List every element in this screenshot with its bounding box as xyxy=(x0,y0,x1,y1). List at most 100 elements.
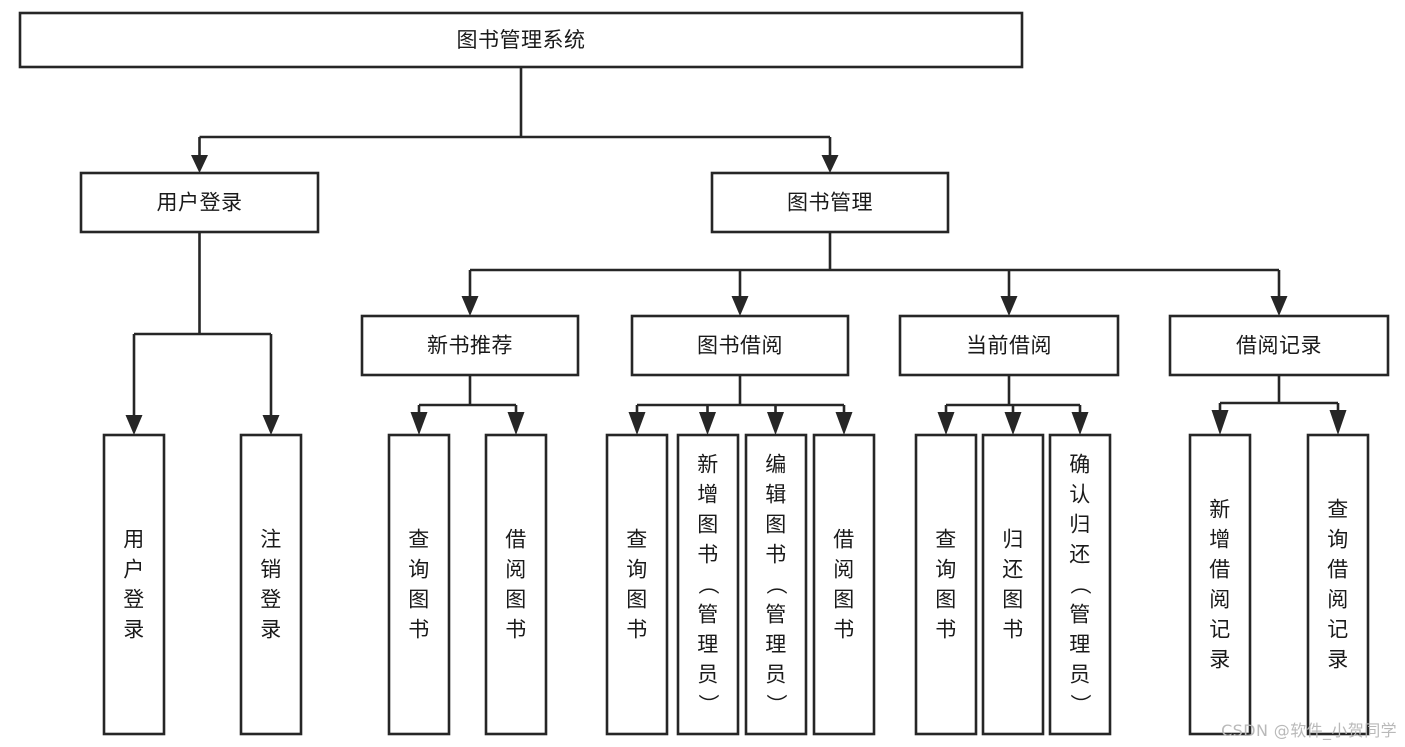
nodes-layer: 图书管理系统用户登录图书管理新书推荐图书借阅当前借阅借阅记录用户登录注销登录查询… xyxy=(18,11,1390,736)
arrow-head-leaf-query-book-1 xyxy=(410,412,428,435)
node-box-leaf-query-book-1[interactable] xyxy=(387,433,451,736)
node-box-leaf-query-book-3[interactable] xyxy=(914,433,978,736)
glyph: 员 xyxy=(1069,663,1091,687)
arrow-head-leaf-add-record xyxy=(1211,410,1229,435)
glyph: 辑 xyxy=(765,483,787,507)
node-box-leaf-query-record[interactable] xyxy=(1306,433,1370,736)
node-box-leaf-user-logout[interactable] xyxy=(239,433,303,736)
node-box-current-borrow[interactable] xyxy=(898,314,1120,377)
node-box-book-management[interactable] xyxy=(710,171,950,234)
glyph: 查 xyxy=(1327,498,1349,522)
arrow-head-leaf-user-login xyxy=(125,415,143,435)
glyph: 录 xyxy=(260,618,282,642)
arrow-head-leaf-edit-book xyxy=(767,412,784,435)
glyph: 登 xyxy=(260,588,282,612)
node-box-leaf-borrow-book-2[interactable] xyxy=(812,433,876,736)
node-label-new-book-recommend: 新书推荐 xyxy=(427,334,513,358)
arrow-head-new-book-recommend xyxy=(461,296,479,316)
arrow-head-book-management xyxy=(821,155,839,173)
connector-group-current-borrow-to-leaves xyxy=(937,375,1089,435)
node-box-user-login[interactable] xyxy=(79,171,320,234)
glyph: 理 xyxy=(765,633,787,657)
glyph: 理 xyxy=(697,633,719,657)
glyph: 书 xyxy=(833,618,855,642)
node-box-leaf-add-record[interactable] xyxy=(1188,433,1252,736)
glyph: 归 xyxy=(1002,528,1024,552)
glyph: 询 xyxy=(935,558,957,582)
node-label-root: 图书管理系统 xyxy=(457,28,586,52)
glyph: （ xyxy=(1068,574,1092,596)
node-label-leaf-user-login: 用户登录 xyxy=(123,528,145,642)
node-box-root[interactable] xyxy=(18,11,1024,69)
glyph: 书 xyxy=(408,618,430,642)
node-box-leaf-borrow-book-1[interactable] xyxy=(484,433,548,736)
glyph: 确 xyxy=(1069,453,1091,477)
node-box-leaf-edit-book[interactable] xyxy=(744,433,808,736)
glyph: 注 xyxy=(260,528,282,552)
node-label-book-management: 图书管理 xyxy=(787,191,873,215)
connector-group-root-to-level1 xyxy=(191,67,839,173)
glyph: 还 xyxy=(1002,558,1024,582)
node-box-leaf-confirm-return[interactable] xyxy=(1048,433,1112,736)
arrow-head-leaf-return-book xyxy=(1004,412,1022,435)
node-box-new-book-recommend[interactable] xyxy=(360,314,580,377)
glyph: 管 xyxy=(697,603,719,627)
glyph: 书 xyxy=(1002,618,1024,642)
glyph: 书 xyxy=(765,543,787,567)
connector-group-book-management-to-level2 xyxy=(461,232,1288,316)
glyph: 书 xyxy=(505,618,527,642)
arrow-head-borrow-record xyxy=(1270,296,1288,316)
glyph: 管 xyxy=(765,603,787,627)
node-label-book-borrow: 图书借阅 xyxy=(697,334,783,358)
arrow-head-leaf-confirm-return xyxy=(1071,412,1089,435)
glyph: 图 xyxy=(833,588,855,612)
arrow-head-leaf-add-book xyxy=(699,412,716,435)
node-box-leaf-add-book[interactable] xyxy=(676,433,740,736)
glyph: 询 xyxy=(1327,528,1349,552)
glyph: 新 xyxy=(697,453,719,477)
glyph: 新 xyxy=(1209,498,1231,522)
node-box-book-borrow[interactable] xyxy=(630,314,850,377)
arrow-head-book-borrow xyxy=(731,296,749,316)
connector-group-book-borrow-to-leaves xyxy=(628,375,853,435)
glyph: 录 xyxy=(1327,648,1349,672)
glyph: 借 xyxy=(1209,558,1231,582)
glyph: 图 xyxy=(408,588,430,612)
glyph: （ xyxy=(696,574,720,596)
glyph: 阅 xyxy=(1209,588,1231,612)
node-box-leaf-query-book-2[interactable] xyxy=(605,433,669,736)
node-box-leaf-user-login[interactable] xyxy=(102,433,166,736)
arrow-head-leaf-borrow-book-2 xyxy=(835,412,853,435)
glyph: 归 xyxy=(1069,513,1091,537)
glyph: 书 xyxy=(626,618,648,642)
glyph: 查 xyxy=(935,528,957,552)
glyph: （ xyxy=(764,574,788,596)
glyph: 员 xyxy=(765,663,787,687)
glyph: 图 xyxy=(626,588,648,612)
glyph: 录 xyxy=(123,618,145,642)
glyph: 记 xyxy=(1209,618,1231,642)
glyph: 管 xyxy=(1069,603,1091,627)
glyph: 借 xyxy=(505,528,527,552)
connector-group-borrow-record-to-leaves xyxy=(1211,375,1347,435)
glyph: 阅 xyxy=(505,558,527,582)
glyph: 员 xyxy=(697,663,719,687)
glyph: 销 xyxy=(260,558,282,582)
glyph: 书 xyxy=(935,618,957,642)
node-box-leaf-return-book[interactable] xyxy=(981,433,1045,736)
glyph: ） xyxy=(764,694,788,716)
node-label-current-borrow: 当前借阅 xyxy=(966,334,1052,358)
glyph: 阅 xyxy=(833,558,855,582)
node-box-borrow-record[interactable] xyxy=(1168,314,1390,377)
arrow-head-user-login xyxy=(191,155,208,173)
glyph: 查 xyxy=(408,528,430,552)
